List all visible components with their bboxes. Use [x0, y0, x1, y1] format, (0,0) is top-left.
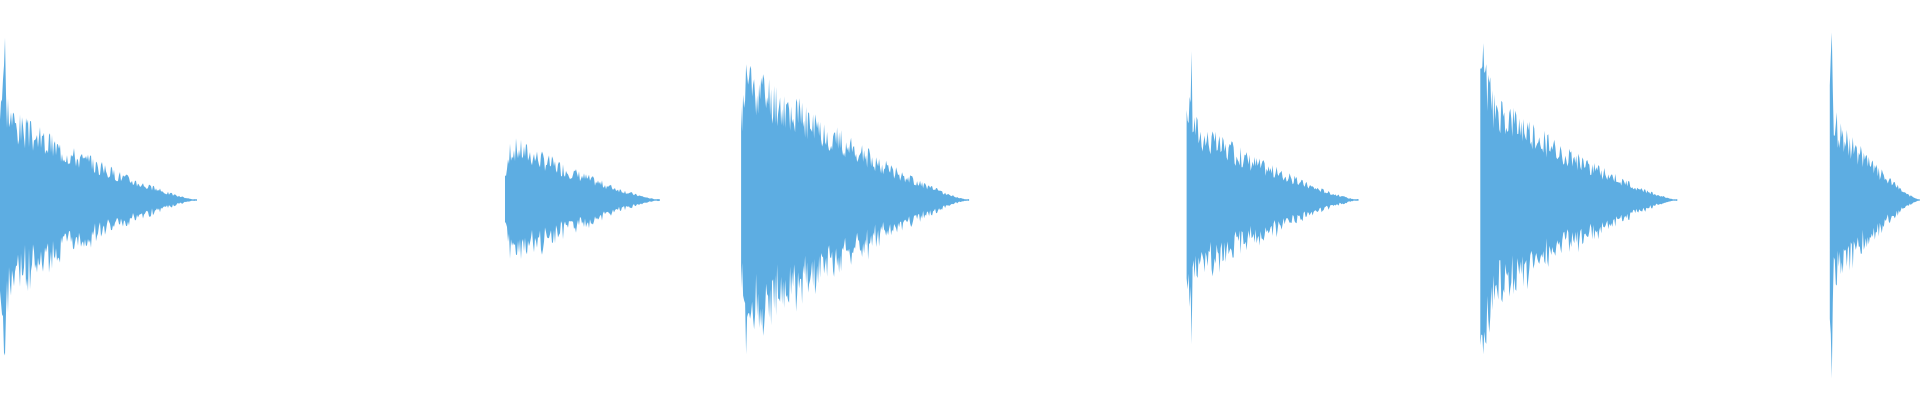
- waveform-burst-2: [505, 138, 660, 260]
- waveform-burst-1: [0, 37, 197, 356]
- waveform-bursts: [0, 32, 1920, 379]
- waveform-burst-3: [741, 64, 970, 355]
- waveform-burst-4: [1186, 51, 1359, 345]
- waveform-burst-5: [1480, 43, 1678, 355]
- waveform-burst-6: [1829, 32, 1920, 379]
